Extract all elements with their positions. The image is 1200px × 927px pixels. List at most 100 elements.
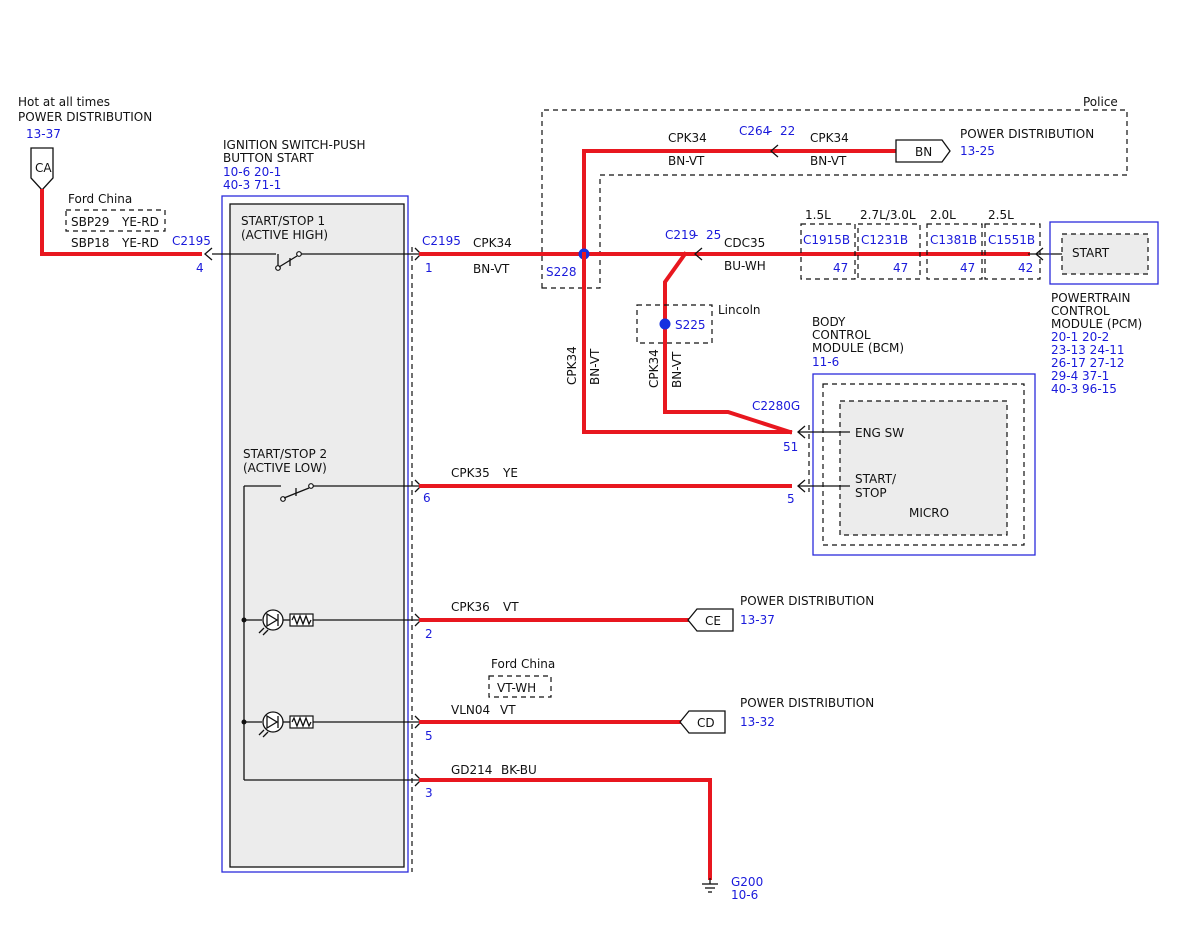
start-stop-1-label: START/STOP 1 (241, 214, 325, 228)
variant-3-engine: 2.0L (930, 208, 956, 222)
switch-pin-5: 5 (425, 729, 433, 743)
vln04-dest-title: POWER DISTRIBUTION (740, 696, 874, 710)
lincoln-circuit: CPK34 (647, 349, 661, 388)
power-distribution-label: POWER DISTRIBUTION (18, 110, 152, 124)
bcm-outline (812, 373, 1036, 556)
switch1-contact-icon (296, 251, 302, 257)
vln04-circuit: VLN04 (451, 703, 490, 717)
vln04-dest-ref[interactable]: 13-32 (740, 715, 775, 729)
bcm-outer-dash (822, 383, 1025, 546)
pcm-outline (1049, 221, 1159, 285)
led2-emission-icon (258, 729, 269, 738)
bcm-name-2: CONTROL (812, 328, 871, 342)
led2-junction-dot (241, 719, 247, 725)
pcm-name-1: POWERTRAIN (1051, 291, 1131, 305)
ground-g200-ref[interactable]: 10-6 (731, 888, 758, 902)
switch-pin-6: 6 (423, 491, 431, 505)
bcm-module[interactable]: BODY CONTROL MODULE (BCM) 11-6 C2280G 51… (752, 315, 1036, 556)
pcm-ref-3[interactable]: 26-17 27-12 (1051, 356, 1125, 370)
bcm-name-3: MODULE (BCM) (812, 341, 904, 355)
pcm-ref-5[interactable]: 40-3 96-15 (1051, 382, 1117, 396)
ford-china-top-label: Ford China (68, 192, 132, 206)
ford-china-bottom-label: Ford China (491, 657, 555, 671)
connector-c264-pin: 22 (780, 124, 795, 138)
wire-sbp18[interactable] (40, 189, 202, 256)
bcm-ref[interactable]: 11-6 (812, 355, 839, 369)
splice-s225-dot[interactable] (659, 318, 671, 330)
start-stop-2-sub: (ACTIVE LOW) (243, 461, 327, 475)
splice-s228-label[interactable]: S228 (546, 265, 577, 279)
power-distribution-ref[interactable]: 13-37 (26, 127, 61, 141)
ground-g200-label[interactable]: G200 (731, 875, 763, 889)
pcm-ref-1[interactable]: 20-1 20-2 (1051, 330, 1109, 344)
variant-3-conn[interactable]: C1381B (930, 233, 977, 247)
police-label: Police (1083, 95, 1118, 109)
pcm-color: BU-WH (724, 259, 766, 273)
pcm-name-3: MODULE (PCM) (1051, 317, 1142, 331)
connector-c219-icon (694, 247, 703, 261)
variant-4-box (984, 223, 1041, 280)
led2-diode-symbol (266, 714, 279, 730)
vertical-color: BN-VT (588, 348, 602, 385)
wire-cpk34-lincoln[interactable] (663, 251, 793, 435)
ground-g200-icon[interactable] (702, 878, 718, 893)
switch-pin-arrows (414, 247, 422, 787)
wire-cpk34-vertical[interactable] (582, 252, 792, 434)
ignition-switch-component[interactable]: IGNITION SWITCH-PUSH BUTTON START 10-6 2… (212, 138, 420, 873)
variant-1-conn[interactable]: C1915B (803, 233, 850, 247)
switch-pin-2: 2 (425, 627, 433, 641)
switch2-contact-icon (308, 483, 314, 489)
switch1-lever-icon (278, 255, 298, 268)
ignition-switch-refs-2[interactable]: 40-3 71-1 (223, 178, 281, 192)
variant-2-conn[interactable]: C1231B (861, 233, 908, 247)
connector-c2280g-label[interactable]: C2280G (752, 399, 800, 413)
lincoln-color: BN-VT (670, 351, 684, 388)
ignition-switch-name-1: IGNITION SWITCH-PUSH (223, 138, 366, 152)
splice-sbp29-label: SBP29 (71, 215, 109, 229)
connector-c264-dash: - (768, 124, 772, 138)
pcm-ref-2[interactable]: 23-13 24-11 (1051, 343, 1125, 357)
pcm-name-2: CONTROL (1051, 304, 1110, 318)
bcm-start-label-1: START/ (855, 472, 897, 486)
ignition-switch-body (229, 203, 405, 868)
police-option: Police CPK34 BN-VT C264 - 22 CPK34 BN-VT… (541, 95, 1128, 289)
splice-s225-label[interactable]: S225 (675, 318, 706, 332)
police-dest-ref[interactable]: 13-25 (960, 144, 995, 158)
police-option-box (541, 109, 1128, 289)
connector-ca-icon[interactable] (30, 147, 54, 191)
variant-2-pin: 47 (893, 261, 908, 275)
connector-c264-icon (770, 144, 779, 158)
variant-2-box (857, 223, 921, 280)
gd214-color: BK-BU (501, 763, 537, 777)
ford-china-top-option: Ford China SBP29 YE-RD SBP18 YE-RD (65, 192, 166, 250)
wire-cpk34-police[interactable] (582, 149, 898, 256)
bcm-micro-box (839, 400, 1008, 536)
connector-cd-icon[interactable] (679, 710, 726, 734)
ignition-switch-refs-1[interactable]: 10-6 20-1 (223, 165, 281, 179)
police-circuit-b: CPK34 (810, 131, 849, 145)
connector-c264-label[interactable]: C264 (739, 124, 770, 138)
connector-c2195-right-label[interactable]: C2195 (422, 234, 461, 248)
bcm-pin-5: 5 (787, 492, 795, 506)
ford-china-bottom-box (488, 675, 552, 698)
variant-4-conn[interactable]: C1551B (988, 233, 1035, 247)
pcm-pin-arrow-icon (1035, 247, 1044, 261)
connector-bn-icon[interactable] (895, 139, 951, 163)
pcm-module[interactable]: START POWERTRAIN CONTROL MODULE (PCM) 20… (1028, 221, 1159, 396)
ford-china-top-box (65, 209, 166, 232)
cpk36-dest-ref[interactable]: 13-37 (740, 613, 775, 627)
wire-gd214[interactable] (419, 778, 712, 880)
splice-sbp29-color: YE-RD (121, 215, 159, 229)
lincoln-box (636, 304, 713, 344)
lincoln-option: Lincoln S225 CPK34 BN-VT (636, 303, 761, 388)
cpk36-color: VT (503, 600, 519, 614)
led2-icon (262, 711, 284, 733)
connector-ce-icon[interactable] (687, 608, 734, 632)
pcm-start-label: START (1072, 246, 1110, 260)
pcm-ref-4[interactable]: 29-4 37-1 (1051, 369, 1109, 383)
switch-pin-1: 1 (425, 261, 433, 275)
connector-c2195-left-label[interactable]: C2195 (172, 234, 211, 248)
connector-c219-label[interactable]: C219 (665, 228, 696, 242)
connector-cd-label: CD (697, 716, 715, 730)
bcm-start-label-2: STOP (855, 486, 887, 500)
